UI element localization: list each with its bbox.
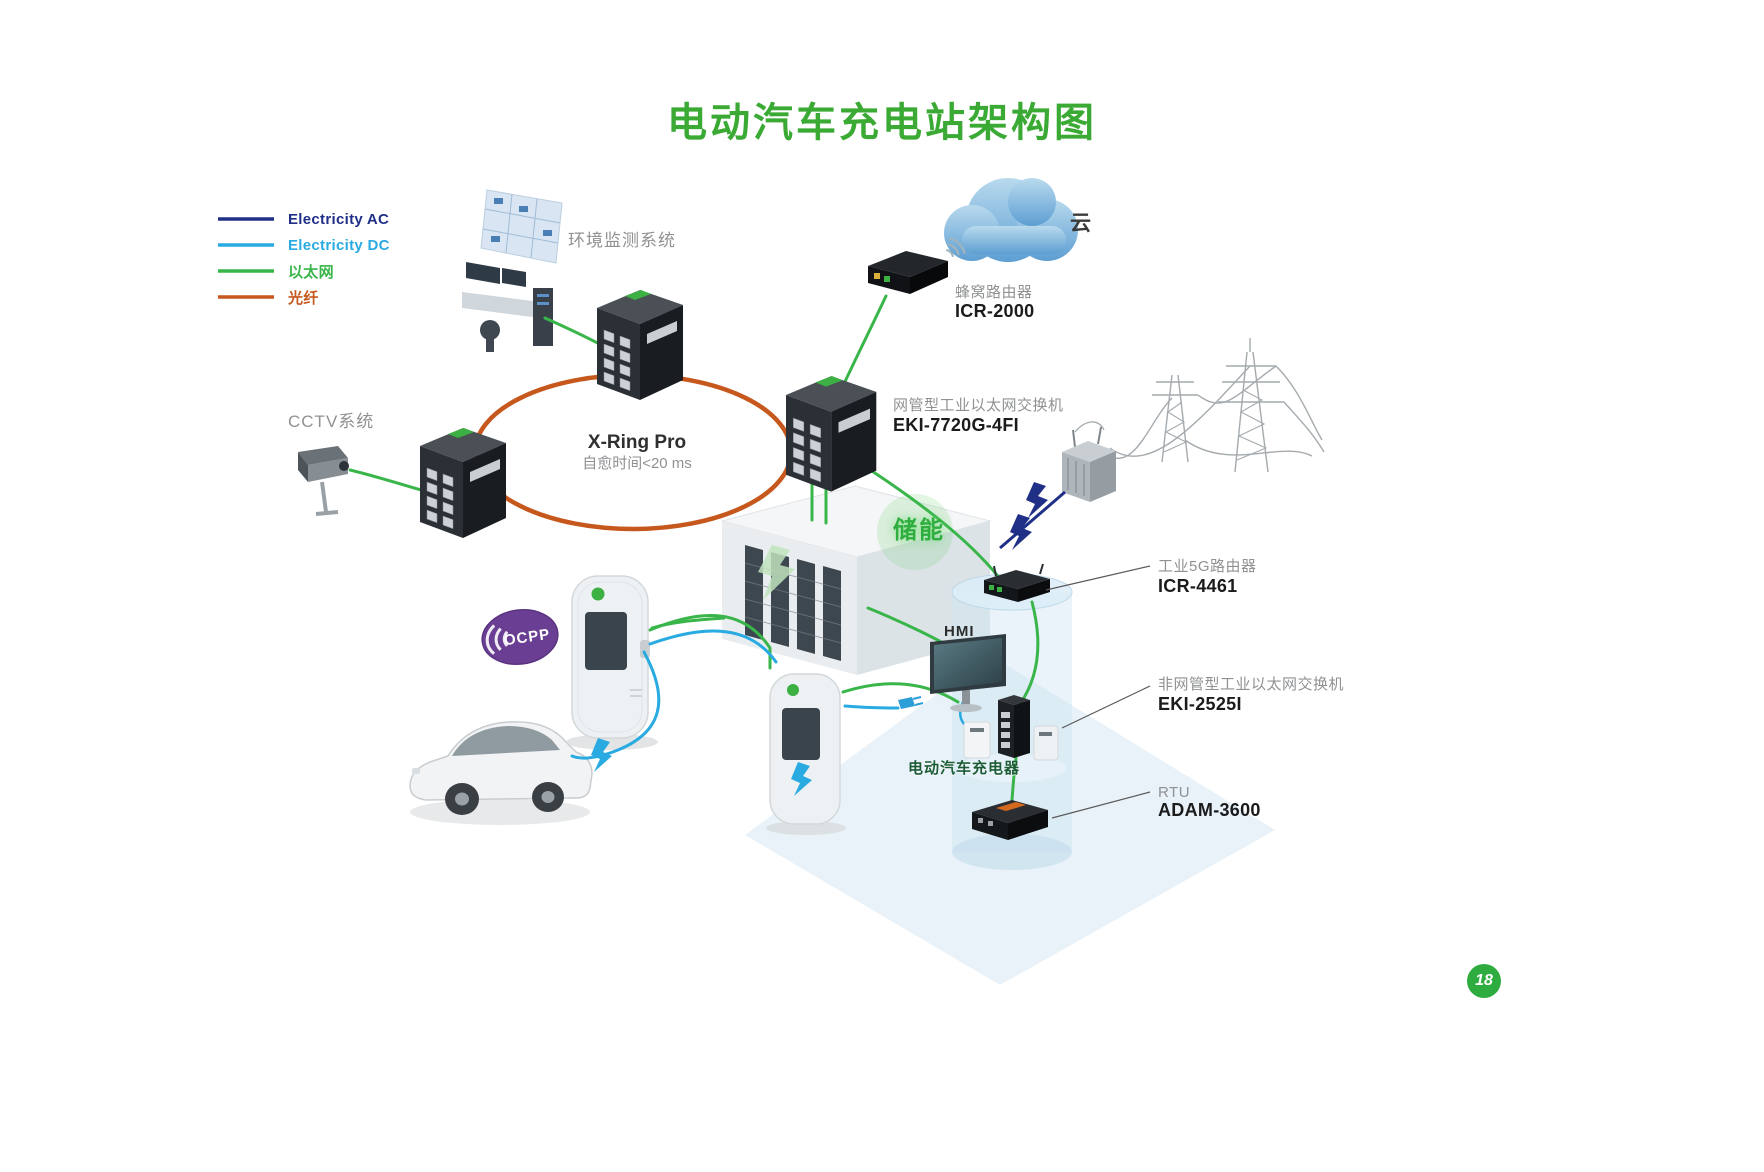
label-leader-lines	[1045, 565, 1151, 819]
legend-swatch-ac	[218, 217, 274, 221]
storage-lightning-icon	[758, 545, 795, 600]
router-5g-model: ICR-4461	[1158, 576, 1238, 596]
industrial-5g-router-device	[984, 563, 1050, 602]
legend-item-dc: Electricity DC	[218, 232, 390, 258]
hmi-screen	[930, 634, 1006, 712]
pile1-status-light	[591, 587, 605, 601]
hmi-label: HMI	[944, 623, 975, 640]
ac-lightning-icon	[999, 482, 1066, 550]
monitoring-label: 环境监测系统	[568, 231, 676, 250]
wifi-signal-icon	[946, 237, 966, 257]
pile2-status-light	[787, 684, 799, 696]
ground-shadow	[410, 655, 1275, 985]
power-grid-towers	[1107, 338, 1325, 473]
ocpp-badge-label: OCPP	[503, 626, 551, 649]
legend-label-dc: Electricity DC	[288, 236, 390, 254]
legend-item-ethernet: 以太网	[218, 258, 390, 284]
pile1-screen	[585, 612, 627, 670]
legend-label-ethernet: 以太网	[288, 263, 334, 281]
transformer-icon	[1062, 421, 1116, 502]
legend-swatch-ethernet	[218, 269, 274, 273]
legend: Electricity AC Electricity DC 以太网 光纤	[218, 206, 390, 310]
rtu-model: ADAM-3600	[1158, 800, 1261, 820]
energy-storage-building	[720, 485, 992, 675]
unmanaged-switch-label: 非网管型工业以太网交换机	[1158, 676, 1345, 693]
xring-title: X-Ring Pro	[587, 432, 687, 453]
legend-label-fiber: 光纤	[288, 289, 319, 307]
pile2-screen	[782, 708, 820, 760]
ev-charger-label: 电动汽车充电器	[908, 760, 1021, 777]
legend-item-fiber: 光纤	[218, 284, 390, 310]
page-number-badge: 18	[1467, 964, 1501, 998]
plug-icon	[898, 696, 924, 709]
storage-label: 储能	[893, 517, 945, 544]
cellular-router-label: 蜂窝路由器	[955, 284, 1033, 301]
ocpp-badge: OCPP	[481, 608, 559, 666]
router-5g-label: 工业5G路由器	[1158, 558, 1257, 575]
unmanaged-switch-model: EKI-2525I	[1158, 694, 1242, 714]
rtu-device	[972, 800, 1048, 840]
managed-switch-device	[785, 375, 877, 492]
legend-item-ac: Electricity AC	[218, 206, 390, 232]
charging-pile-2	[766, 673, 846, 835]
ring-switch-top	[596, 289, 684, 401]
cellular-router-device	[868, 251, 948, 294]
unmanaged-switch-device	[963, 695, 1059, 761]
charging-pile-1	[566, 575, 658, 750]
legend-swatch-fiber	[218, 295, 274, 299]
cctv-label: CCTV系统	[288, 412, 375, 431]
monitoring-workstation	[462, 189, 563, 352]
rtu-label: RTU	[1158, 784, 1191, 801]
page-number: 18	[1475, 972, 1493, 989]
managed-switch-label: 网管型工业以太网交换机	[893, 397, 1064, 414]
managed-switch-model: EKI-7720G-4FI	[893, 415, 1019, 435]
legend-swatch-dc	[218, 243, 274, 247]
pile2-dc-lightning-icon	[791, 762, 812, 796]
car-charge-lightning-icon	[591, 738, 612, 772]
xring-subtitle: 自愈时间<20 ms	[582, 455, 692, 472]
cctv-camera-icon	[298, 446, 349, 516]
legend-label-ac: Electricity AC	[288, 210, 390, 228]
cellular-router-model: ICR-2000	[955, 301, 1035, 321]
ring-switch-left	[419, 427, 507, 539]
page-title: 电动汽车充电站架构图	[667, 101, 1097, 145]
cloud-label: 云	[1070, 212, 1091, 235]
cloud-icon	[944, 178, 1078, 262]
